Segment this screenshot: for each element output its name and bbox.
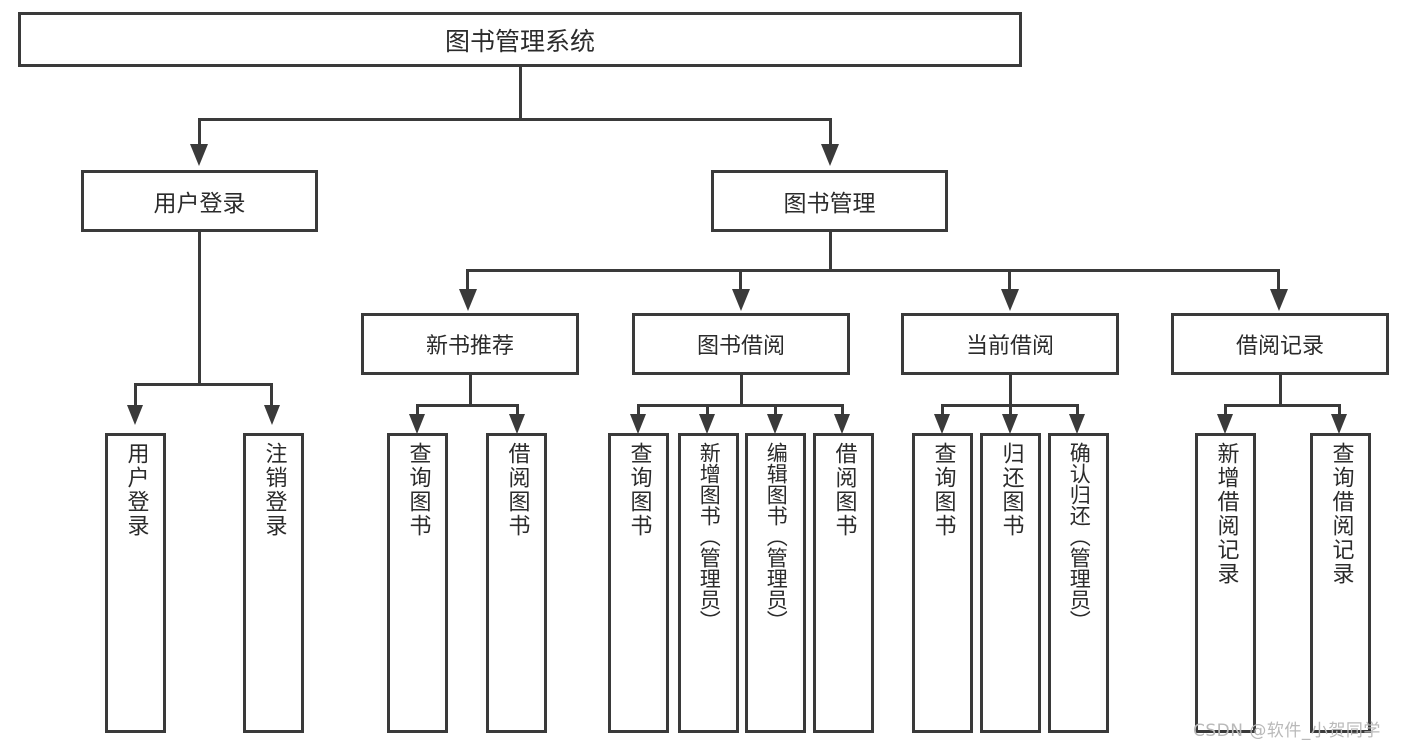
connector-userlogin-branch-2: [270, 383, 273, 407]
leaf-node-query-book-current: 查询图书: [912, 433, 973, 733]
connector-newbook-branch-1: [416, 404, 419, 418]
arrowhead-leaf-query-record: [1331, 414, 1347, 434]
arrowhead-to-borrow-record: [1270, 289, 1288, 311]
leaf-label: 确认归还（管理员）: [1067, 442, 1092, 631]
arrowhead-to-current-borrow: [1001, 289, 1019, 311]
leaf-node-logout: 注销登录: [243, 433, 304, 733]
leaf-label: 查询图书: [405, 442, 431, 538]
connector-bookmgmt-branch-2: [739, 269, 742, 291]
arrowhead-to-book-manage: [821, 144, 839, 166]
connector-newbook-branch-2: [516, 404, 519, 418]
connector-currentborrow-branch-3: [1076, 404, 1079, 418]
arrowhead-leaf-user-login: [127, 405, 143, 425]
connector-root-to-user: [198, 118, 201, 146]
leaf-node-add-borrow-record: 新增借阅记录: [1195, 433, 1256, 733]
arrowhead-leaf-borrow-book-2: [834, 414, 850, 434]
node-label: 新书推荐: [425, 334, 514, 359]
leaf-label: 注销登录: [261, 442, 287, 538]
leaf-label: 用户登录: [123, 442, 149, 538]
arrowhead-leaf-borrow-book-1: [509, 414, 525, 434]
leaf-node-borrow-book-newbook: 借阅图书: [486, 433, 547, 733]
leaf-label: 编辑图书（管理员）: [764, 442, 789, 631]
connector-bookmgmt-branch-1: [466, 269, 469, 291]
leaf-label: 新增借阅记录: [1213, 442, 1239, 586]
connector-bookborrow-bus: [637, 404, 844, 407]
connector-borrowrecord-branch-1: [1224, 404, 1227, 418]
connector-newbook-down: [469, 375, 472, 407]
leaf-node-query-book-newbook: 查询图书: [387, 433, 448, 733]
arrowhead-leaf-query-book-1: [409, 414, 425, 434]
arrowhead-leaf-add-book: [699, 414, 715, 434]
connector-root-to-book: [829, 118, 832, 146]
node-label: 当前借阅: [965, 334, 1054, 359]
arrowhead-leaf-add-record: [1217, 414, 1233, 434]
leaf-node-query-book-borrow: 查询图书: [608, 433, 669, 733]
connector-borrowrecord-bus: [1224, 404, 1341, 407]
arrowhead-leaf-confirm-return: [1069, 414, 1085, 434]
connector-bookmgmt-bus: [466, 269, 1280, 272]
arrowhead-to-book-borrow: [732, 289, 750, 311]
leaf-node-edit-book-admin: 编辑图书（管理员）: [745, 433, 806, 733]
leaf-label: 查询借阅记录: [1328, 442, 1354, 586]
connector-bookborrow-branch-2: [706, 404, 709, 418]
node-label: 图书借阅: [696, 334, 785, 359]
node-book-borrow: 图书借阅: [632, 313, 850, 375]
leaf-label: 归还图书: [998, 442, 1024, 538]
connector-bookborrow-down: [740, 375, 743, 407]
arrowhead-leaf-query-book-3: [934, 414, 950, 434]
csdn-watermark: CSDN @软件_小贺同学: [1193, 721, 1381, 741]
node-current-borrow: 当前借阅: [901, 313, 1119, 375]
connector-bookborrow-branch-3: [774, 404, 777, 418]
leaf-label: 借阅图书: [504, 442, 530, 538]
leaf-node-query-borrow-record: 查询借阅记录: [1310, 433, 1371, 733]
connector-borrowrecord-down: [1279, 375, 1282, 407]
node-user-login: 用户登录: [81, 170, 318, 232]
node-label: 用户登录: [153, 191, 246, 217]
connector-currentborrow-down: [1009, 375, 1012, 407]
connector-userlogin-down: [198, 232, 201, 386]
node-label: 图书管理系统: [444, 26, 595, 56]
leaf-label: 查询图书: [626, 442, 652, 538]
arrowhead-leaf-query-book-2: [630, 414, 646, 434]
node-borrow-record: 借阅记录: [1171, 313, 1389, 375]
leaf-node-borrow-book-borrow: 借阅图书: [813, 433, 874, 733]
connector-root-down: [519, 67, 522, 120]
connector-bookmgmt-branch-3: [1008, 269, 1011, 291]
leaf-node-add-book-admin: 新增图书（管理员）: [678, 433, 739, 733]
connector-currentborrow-branch-1: [941, 404, 944, 418]
arrowhead-leaf-return-book: [1002, 414, 1018, 434]
connector-root-bus: [198, 118, 832, 121]
leaf-label: 查询图书: [930, 442, 956, 538]
connector-userlogin-branch-1: [134, 383, 137, 407]
arrowhead-leaf-logout: [264, 405, 280, 425]
node-label: 图书管理: [783, 191, 876, 217]
node-new-book-recommend: 新书推荐: [361, 313, 579, 375]
leaf-node-user-login: 用户登录: [105, 433, 166, 733]
arrowhead-to-user-login: [190, 144, 208, 166]
connector-userlogin-bus: [134, 383, 273, 386]
leaf-label: 借阅图书: [831, 442, 857, 538]
node-root-system: 图书管理系统: [18, 12, 1022, 67]
leaf-label: 新增图书（管理员）: [697, 442, 722, 631]
arrowhead-leaf-edit-book: [767, 414, 783, 434]
leaf-node-confirm-return-admin: 确认归还（管理员）: [1048, 433, 1109, 733]
leaf-node-return-book: 归还图书: [980, 433, 1041, 733]
connector-bookborrow-branch-4: [841, 404, 844, 418]
connector-newbook-bus: [416, 404, 519, 407]
arrowhead-to-new-book-rec: [459, 289, 477, 311]
connector-bookmgmt-down: [829, 232, 832, 271]
node-book-management: 图书管理: [711, 170, 948, 232]
node-label: 借阅记录: [1235, 334, 1324, 359]
connector-currentborrow-branch-2: [1009, 404, 1012, 418]
connector-borrowrecord-branch-2: [1338, 404, 1341, 418]
connector-bookborrow-branch-1: [637, 404, 640, 418]
connector-bookmgmt-branch-4: [1277, 269, 1280, 291]
